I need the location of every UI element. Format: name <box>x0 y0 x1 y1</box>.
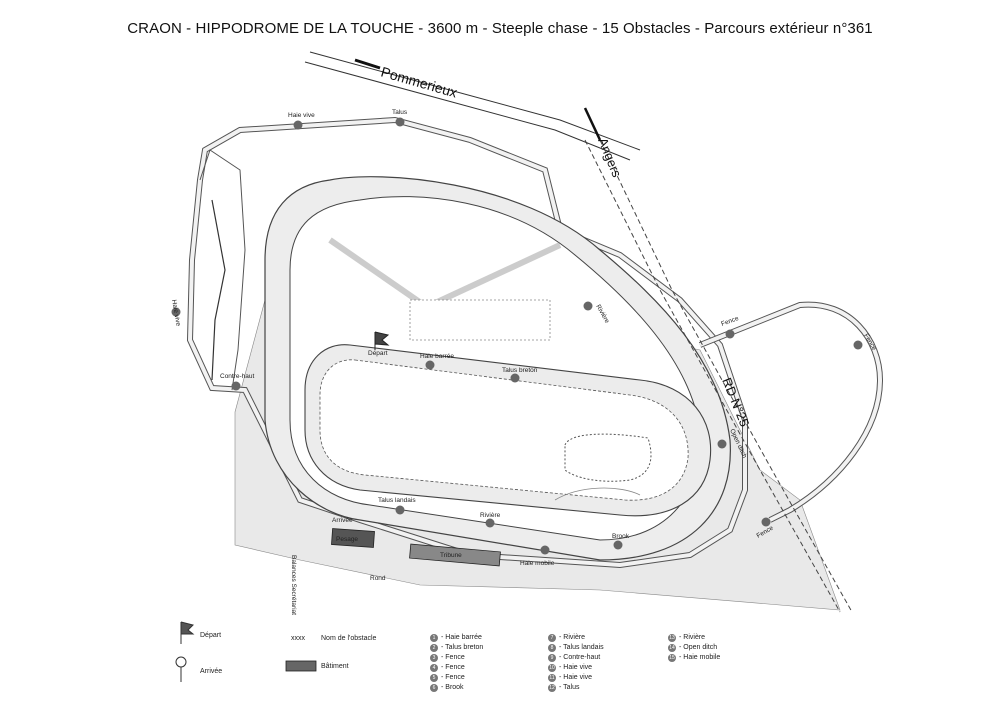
left-strip <box>199 149 246 391</box>
obstacle-name: Haie mobile <box>520 560 555 567</box>
legend-entry: 15- Haie mobile <box>668 654 721 662</box>
road-label-pommerieux: Pommerieux <box>379 64 459 101</box>
legend-column-1: 1- Haie barrée 2- Talus breton 3- Fence … <box>430 633 483 693</box>
label-depart: Départ <box>368 350 388 357</box>
legend-entry: 4- Fence <box>430 663 483 673</box>
legend-arrivee-icon <box>175 656 187 668</box>
legend-depart-flag-icon <box>180 621 195 644</box>
legend-arrivee-label: Arrivée <box>200 668 223 675</box>
legend-entry: 3- Fence <box>430 653 483 663</box>
legend-batiment-icon <box>285 660 317 672</box>
start-flag <box>374 331 390 350</box>
legend-entry: 13- Rivière <box>668 634 706 642</box>
obstacle-14 <box>717 439 727 449</box>
obstacle-name: Talus breton <box>502 367 538 374</box>
legend-entry: 10- Haie vive <box>548 664 593 672</box>
tribune-building <box>409 543 501 567</box>
legend-batiment-label: Bâtiment <box>321 663 349 670</box>
obstacle-5 <box>761 517 771 527</box>
obstacle-name: Brook <box>612 533 630 540</box>
obstacle-8 <box>395 505 405 515</box>
pond <box>564 433 652 482</box>
legend-entry: 1- Haie barrée <box>430 633 483 643</box>
legend-entry: 7- Rivière <box>548 633 604 643</box>
road-pommerieux <box>309 51 641 151</box>
legend-entry: 5- Fence <box>430 673 483 683</box>
legend-depart-label: Départ <box>200 632 222 639</box>
obstacle-name: Haie vive <box>288 112 315 119</box>
obstacle-6 <box>613 540 623 550</box>
obstacle-9 <box>231 381 241 391</box>
obstacle-13 <box>583 301 593 311</box>
label-balances: Balances Secrétariat <box>290 555 297 615</box>
legend-entry: 14- Open ditch <box>668 644 718 652</box>
obstacle-name: Fence <box>862 333 877 352</box>
obstacle-3 <box>725 329 735 339</box>
obstacle-name: Talus <box>392 109 408 116</box>
obstacle-11 <box>293 120 303 130</box>
legend-xxxx: xxxx <box>291 635 305 642</box>
obstacle-4 <box>853 340 863 350</box>
road-angers <box>584 139 841 613</box>
legend-column-2: 7- Rivière 8- Talus landais 9- Contre-ha… <box>548 633 604 693</box>
obstacle-1 <box>425 360 435 370</box>
obstacle-name: Contre-haut <box>220 373 255 380</box>
legend-nom-obstacle: Nom de l'obstacle <box>321 635 377 642</box>
legend-entry: 2- Talus breton <box>430 643 483 653</box>
obstacle-15 <box>540 545 550 555</box>
map-title: CRAON - HIPPODROME DE LA TOUCHE - 3600 m… <box>127 20 873 37</box>
legend-entry: 12- Talus <box>548 684 580 692</box>
label-pesage: Pesage <box>336 536 358 543</box>
label-tribune: Tribune <box>440 552 462 559</box>
label-arrivee: Arrivée <box>332 517 353 524</box>
legend-entry: 8- Talus landais <box>548 643 604 653</box>
legend-column-3: 13- Rivière 14- Open ditch 15- Haie mobi… <box>668 633 720 663</box>
legend-entry: 6- Brook <box>430 683 483 693</box>
obstacle-name: Talus landais <box>378 497 416 504</box>
obstacle-name: Haie barrée <box>420 353 454 360</box>
obstacle-10 <box>171 307 181 317</box>
obstacle-2 <box>510 373 520 383</box>
label-rond: Rond <box>370 575 386 582</box>
obstacle-7 <box>485 518 495 528</box>
obstacle-name: Haie vive <box>170 299 182 327</box>
obstacle-name: Fence <box>720 315 740 328</box>
obstacle-12 <box>395 117 405 127</box>
pesage-building <box>331 528 375 548</box>
infield-enclosure <box>409 299 551 341</box>
obstacle-markers <box>171 117 863 555</box>
legend-entry: 11- Haie vive <box>548 674 593 682</box>
obstacle-name: Rivière <box>480 512 501 519</box>
legend-entry: 9- Contre-haut <box>548 653 604 663</box>
